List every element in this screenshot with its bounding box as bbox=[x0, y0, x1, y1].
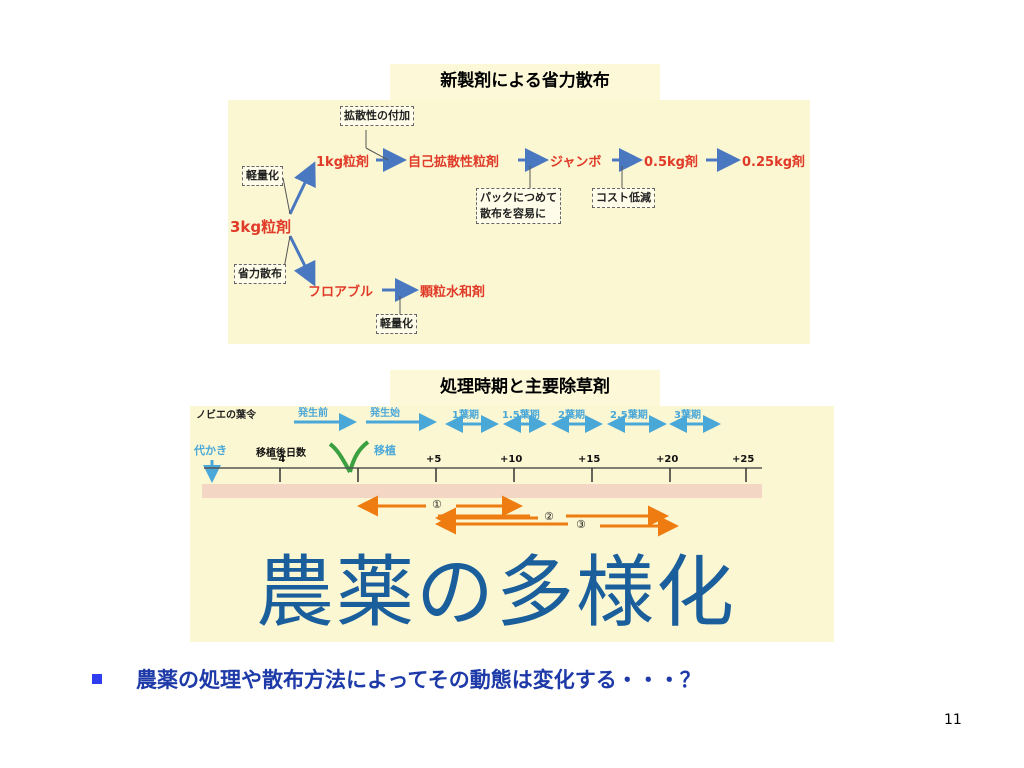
bullet-marker bbox=[92, 674, 102, 684]
box-cost: コスト低減 bbox=[592, 188, 655, 208]
stage-2: 2葉期 bbox=[558, 410, 585, 421]
box-pack: パックにつめて 散布を容易に bbox=[476, 188, 561, 224]
bullet-text: 農薬の処理や散布方法によってその動態は変化する・・・？ bbox=[136, 668, 701, 692]
tick-5: +5 bbox=[426, 454, 442, 465]
page-number: 11 bbox=[944, 712, 962, 728]
timing-diagram: ノビエの葉令 発生前 発生始 1葉期 1.5葉期 2葉期 2.5葉期 3葉期 代… bbox=[190, 406, 834, 642]
days-after-label: 移植後日数 bbox=[256, 448, 306, 459]
box-labor-saving: 省力散布 bbox=[234, 264, 286, 284]
arrow-label-2: ② bbox=[544, 510, 554, 523]
leaf-stage-label: ノビエの葉令 bbox=[196, 410, 256, 421]
node-jumbo: ジャンボ bbox=[550, 155, 602, 170]
node-flowable: フロアブル bbox=[308, 285, 374, 300]
node-self-diffusing: 自己拡散性粒剤 bbox=[408, 155, 500, 170]
title-new-formulation: 新製剤による省力散布 bbox=[390, 64, 660, 100]
tick-20: +20 bbox=[656, 454, 679, 465]
stage-emergence-start: 発生始 bbox=[370, 408, 400, 419]
box-diffusion: 拡散性の付加 bbox=[340, 106, 414, 126]
arrow-label-3: ③ bbox=[576, 518, 586, 531]
stage-pre-emergence: 発生前 bbox=[298, 408, 328, 419]
node-025kg: 0.25kg剤 bbox=[742, 155, 806, 170]
node-1kg: 1kg粒剤 bbox=[316, 155, 369, 170]
box-pack-line1: パックにつめて bbox=[480, 191, 557, 204]
node-05kg: 0.5kg剤 bbox=[644, 155, 698, 170]
tick-15: +15 bbox=[578, 454, 601, 465]
formulation-diagram: 拡散性の付加 軽量化 省力散布 パックにつめて 散布を容易に コスト低減 軽量化… bbox=[228, 100, 810, 344]
stage-1: 1葉期 bbox=[452, 410, 479, 421]
node-3kg: 3kg粒剤 bbox=[230, 218, 292, 236]
stage-1-5: 1.5葉期 bbox=[502, 410, 540, 421]
arrow-label-1: ① bbox=[432, 498, 442, 511]
stage-2-5: 2.5葉期 bbox=[610, 410, 648, 421]
box-lightweight-2: 軽量化 bbox=[376, 314, 417, 334]
tick-10: +10 bbox=[500, 454, 523, 465]
daikaki-label: 代かき bbox=[194, 444, 227, 457]
title-treatment-timing: 処理時期と主要除草剤 bbox=[390, 370, 660, 406]
box-pack-line2: 散布を容易に bbox=[480, 207, 546, 220]
tick-25: +25 bbox=[732, 454, 755, 465]
overlay-title: 農薬の多様化 bbox=[256, 548, 737, 638]
node-granule: 顆粒水和剤 bbox=[420, 285, 486, 300]
tick-minus4: −4 bbox=[270, 454, 286, 465]
timing-graphics bbox=[202, 413, 762, 537]
box-lightweight-1: 軽量化 bbox=[242, 166, 283, 186]
stage-3: 3葉期 bbox=[674, 410, 701, 421]
transplant-label: 移植 bbox=[374, 444, 396, 457]
